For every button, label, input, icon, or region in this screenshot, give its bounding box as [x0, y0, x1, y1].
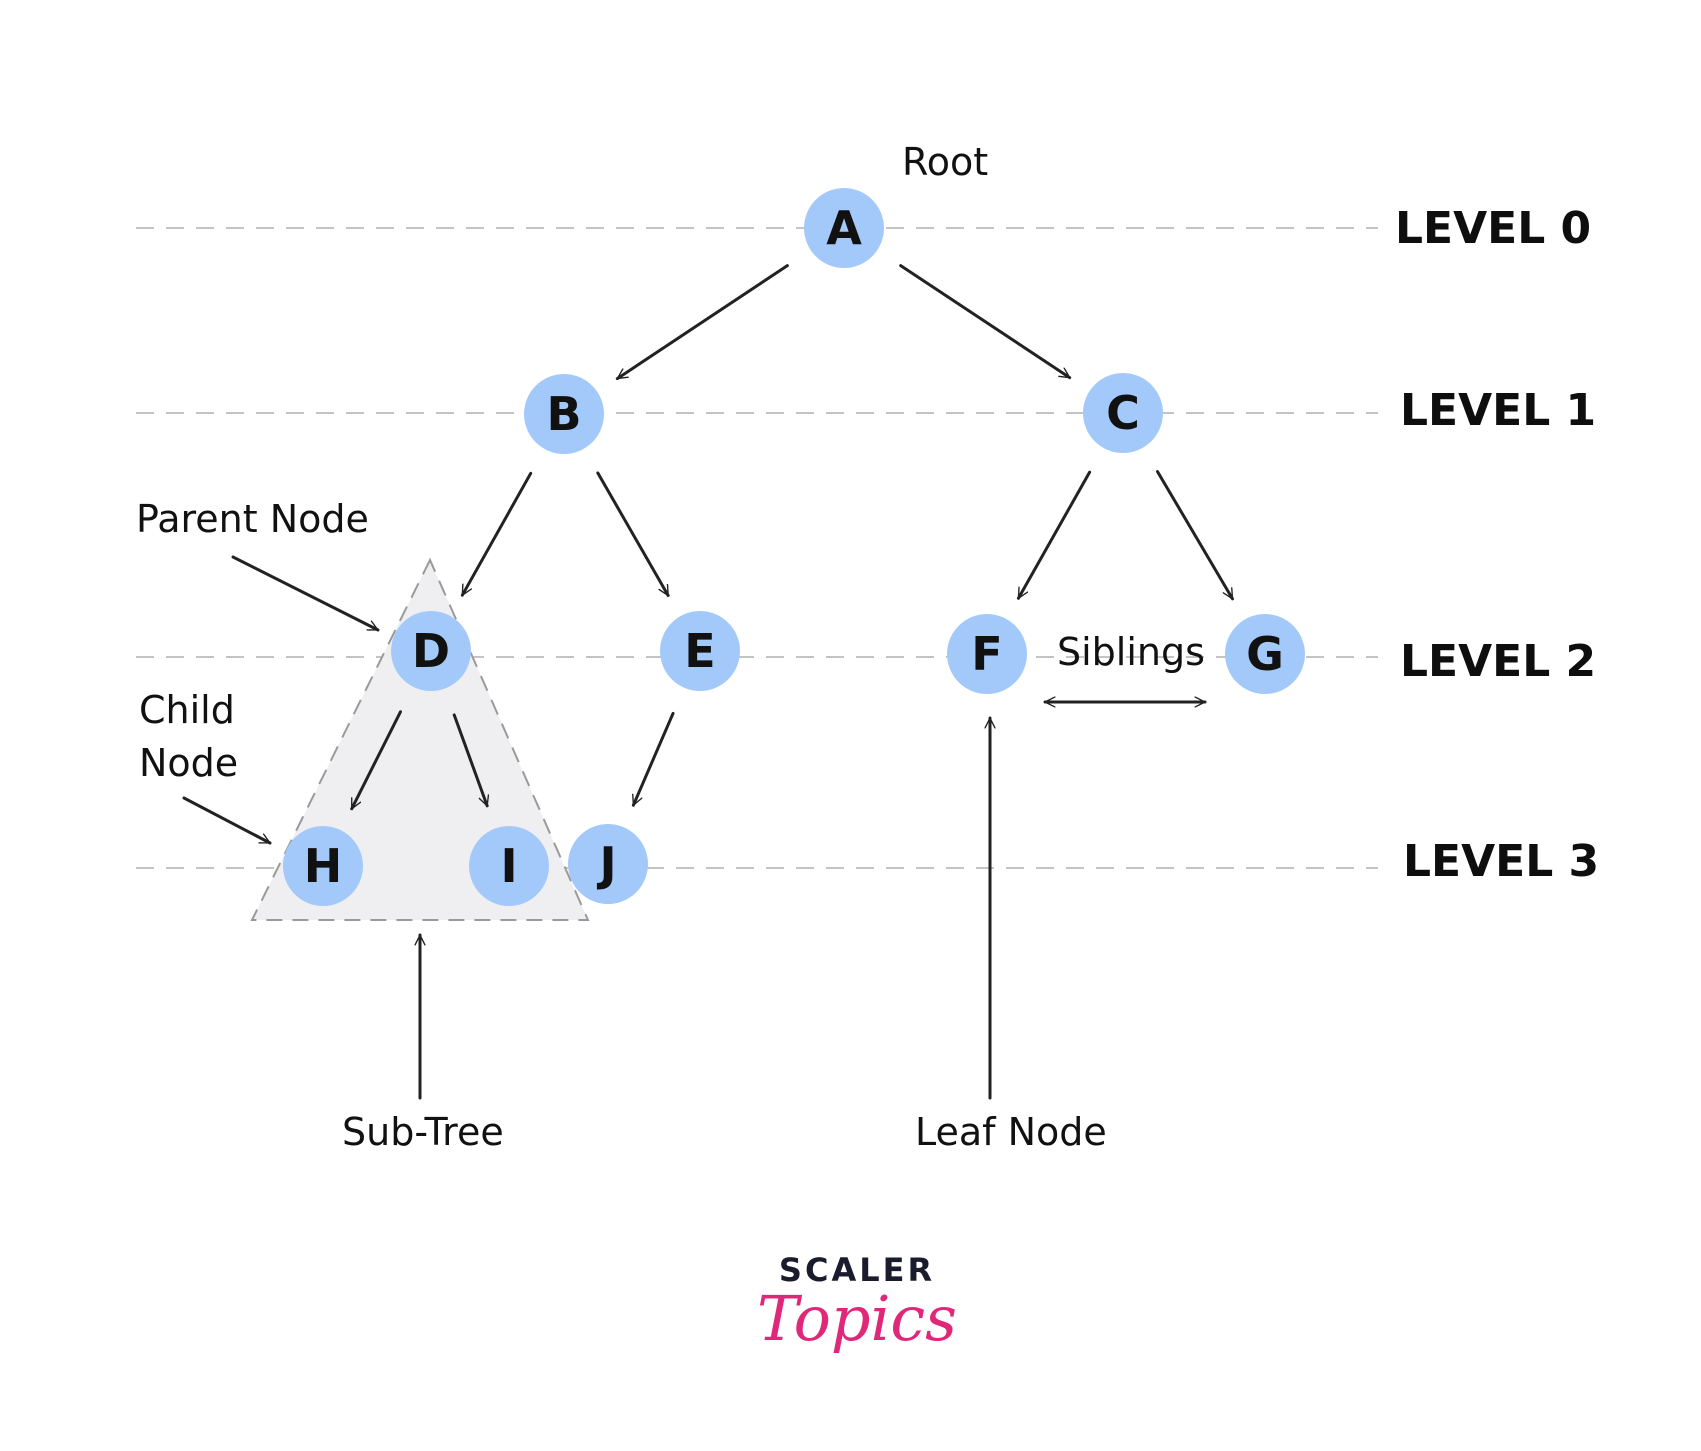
edge-c-g: [1156, 470, 1235, 601]
edge-c-f: [1016, 470, 1092, 600]
level-label-2: LEVEL 2: [1400, 636, 1596, 687]
tree-node-b: B: [524, 374, 604, 454]
tree-node-i: I: [469, 826, 549, 906]
brand-top-text: SCALER: [779, 1251, 935, 1289]
sub-tree-label: Sub-Tree: [342, 1110, 504, 1154]
node-label: E: [684, 624, 715, 678]
child-node-label-line2: Node: [139, 741, 238, 785]
edge-d-h: [350, 710, 402, 811]
child-node-pointer-arrow: [182, 796, 272, 845]
parent-node-pointer-arrow: [231, 555, 380, 632]
annotation-arrows: [182, 555, 1207, 1100]
node-label: D: [412, 624, 450, 678]
parent-node-label: Parent Node: [136, 497, 369, 541]
edge-e-j: [631, 711, 675, 807]
node-circle: [568, 824, 648, 904]
node-circle: [1225, 614, 1305, 694]
node-label: J: [596, 837, 616, 891]
node-circle: [391, 611, 471, 691]
tree-node-g: G: [1225, 614, 1305, 694]
node-label: I: [500, 839, 517, 893]
edge-d-i: [452, 713, 487, 808]
node-label: G: [1246, 627, 1284, 681]
tree-edges: [350, 264, 1235, 811]
node-label: A: [826, 201, 862, 255]
tree-nodes: A B C D E F G H I J: [283, 188, 1305, 906]
node-circle: [660, 611, 740, 691]
edge-b-d: [460, 471, 533, 597]
node-circle: [804, 188, 884, 268]
annotations: Root Parent Node Child Node Siblings Sub…: [136, 140, 1205, 1154]
level-label-3: LEVEL 3: [1403, 836, 1599, 887]
tree-node-d: D: [391, 611, 471, 691]
node-circle: [469, 826, 549, 906]
tree-node-f: F: [947, 614, 1027, 694]
leaf-node-label: Leaf Node: [915, 1110, 1107, 1154]
node-label: B: [546, 387, 581, 441]
root-label: Root: [902, 140, 988, 184]
tree-node-a: A: [804, 188, 884, 268]
edge-b-e: [596, 471, 670, 597]
node-circle: [283, 826, 363, 906]
level-lines: [136, 227, 1378, 869]
node-label: F: [971, 627, 1002, 681]
level-labels: LEVEL 0 LEVEL 1 LEVEL 2 LEVEL 3: [1395, 203, 1599, 887]
node-circle: [1083, 373, 1163, 453]
scaler-topics-logo: SCALER Topics: [757, 1251, 957, 1355]
child-node-label-line1: Child: [139, 688, 235, 732]
siblings-label: Siblings: [1057, 630, 1205, 674]
node-circle: [947, 614, 1027, 694]
level-label-0: LEVEL 0: [1395, 203, 1591, 254]
tree-node-e: E: [660, 611, 740, 691]
edge-a-c: [899, 264, 1072, 380]
level-label-1: LEVEL 1: [1400, 385, 1596, 436]
node-circle: [524, 374, 604, 454]
node-label: H: [304, 839, 343, 893]
edge-a-b: [615, 264, 789, 381]
node-label: C: [1106, 386, 1140, 440]
brand-script-text: Topics: [757, 1282, 957, 1355]
tree-node-h: H: [283, 826, 363, 906]
tree-node-c: C: [1083, 373, 1163, 453]
tree-node-j: J: [568, 824, 648, 904]
